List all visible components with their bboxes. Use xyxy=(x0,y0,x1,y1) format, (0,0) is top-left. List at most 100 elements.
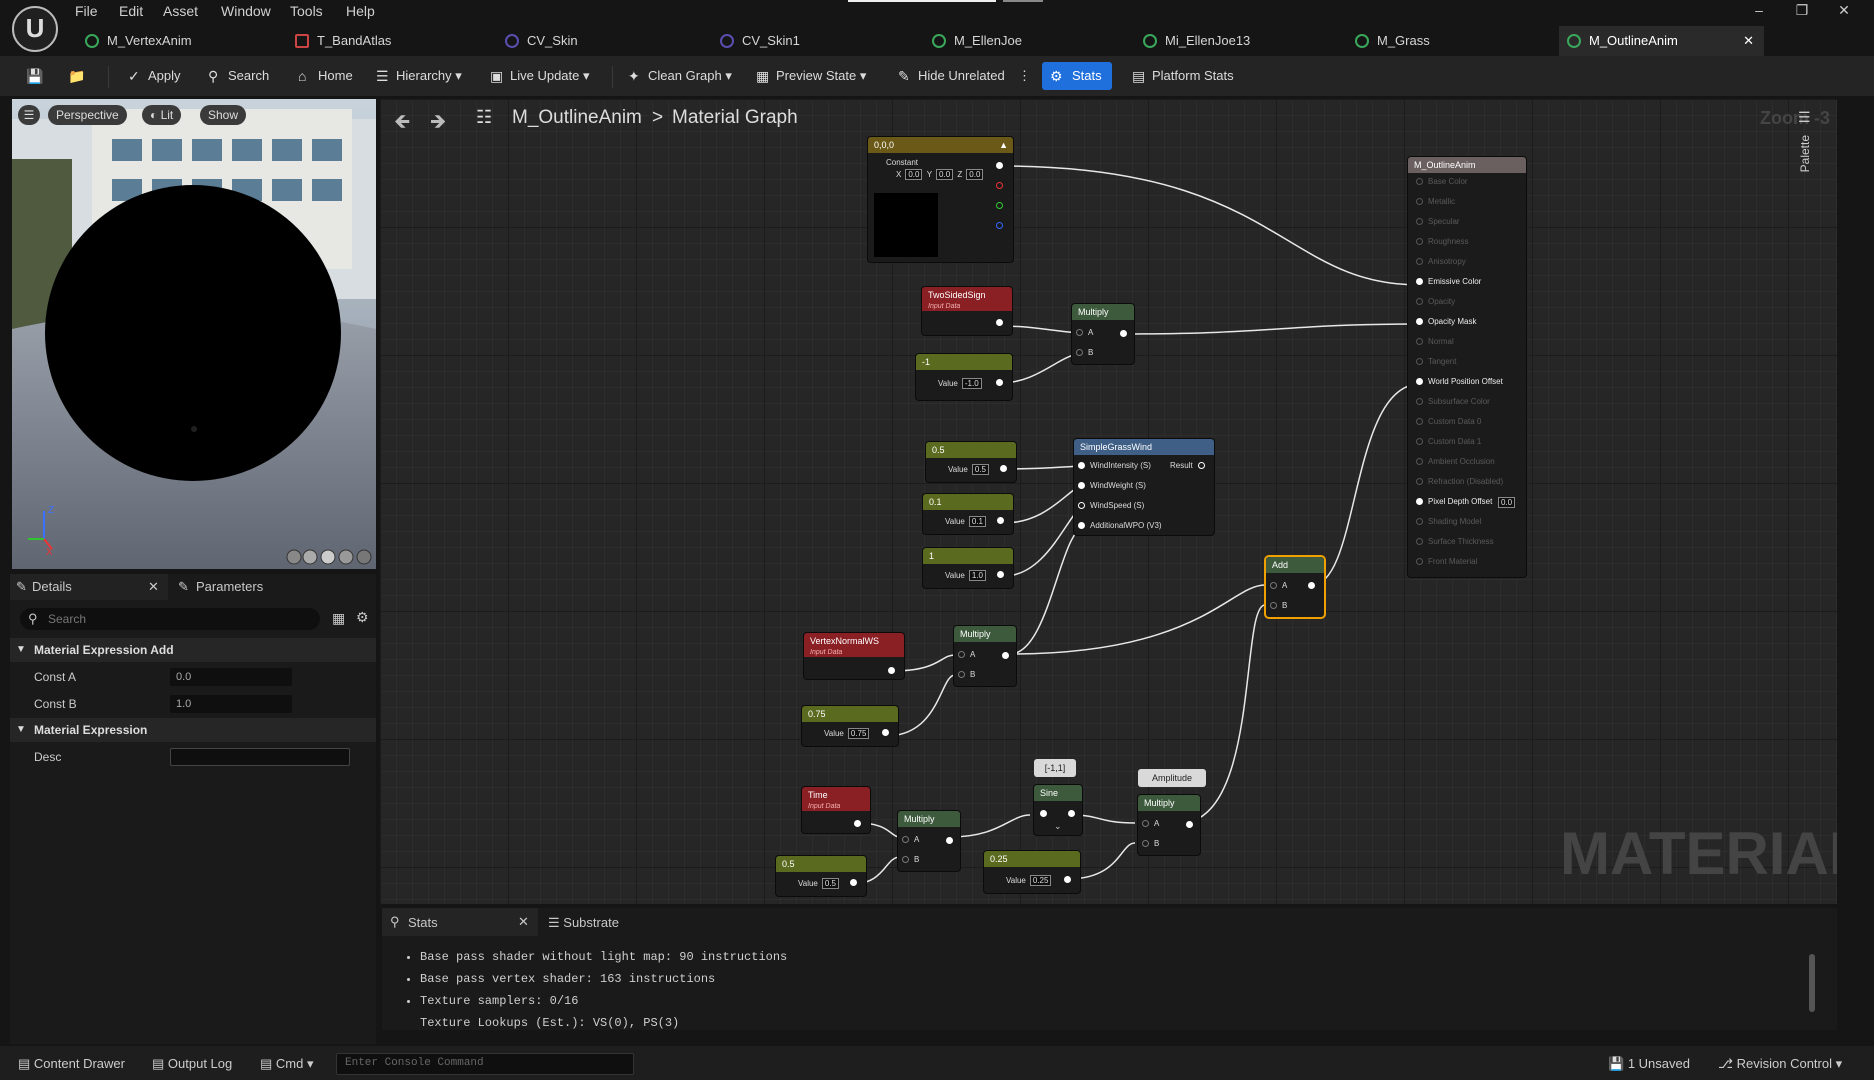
value-box[interactable]: 1.0 xyxy=(968,570,986,581)
menu-help[interactable]: Help xyxy=(346,3,375,19)
menu-asset[interactable]: Asset xyxy=(163,3,199,19)
x-value[interactable]: 0.0 xyxy=(905,169,923,180)
section-material-expression-add[interactable]: ▼Material Expression Add xyxy=(10,638,376,662)
value-box[interactable]: 0.0 xyxy=(1498,497,1516,508)
node-multiply-4[interactable]: Multiply A B xyxy=(1138,795,1200,855)
output-pin[interactable] xyxy=(854,820,861,827)
section-material-expression[interactable]: ▼Material Expression xyxy=(10,718,376,742)
menu-file[interactable]: File xyxy=(75,3,98,19)
platform-stats-button[interactable]: ▤Platform Stats xyxy=(1130,64,1234,88)
input-pin-b[interactable] xyxy=(902,856,909,863)
input-pin-a[interactable] xyxy=(1076,329,1083,336)
close-window-icon[interactable]: ✕ xyxy=(1838,2,1850,18)
tab-t-bandatlas[interactable]: T_BandAtlas xyxy=(287,26,487,56)
output-pin[interactable] xyxy=(1000,465,1007,472)
lit-button[interactable]: ◐ Lit xyxy=(142,105,182,125)
output-pin[interactable] xyxy=(996,319,1003,326)
collapse-icon[interactable]: ▲ xyxy=(999,140,1008,150)
const-a-field[interactable]: 0.0 xyxy=(170,668,292,686)
close-details-icon[interactable]: ✕ xyxy=(148,579,159,594)
input-pin-a[interactable] xyxy=(958,651,965,658)
input-pin-b[interactable] xyxy=(1270,602,1277,609)
preview-viewport[interactable]: Z X ☰ Perspective ◐ Lit Show xyxy=(12,99,376,569)
output-pin[interactable] xyxy=(888,667,895,674)
value-box[interactable]: 0.5 xyxy=(821,878,839,889)
show-button[interactable]: Show xyxy=(200,105,247,125)
node-multiply-2[interactable]: Multiply A B xyxy=(954,626,1016,686)
tab-details[interactable]: ✎Details✕ xyxy=(10,574,168,600)
node-simplegrasswind[interactable]: SimpleGrassWind WindIntensity (S) WindWe… xyxy=(1074,439,1214,535)
value-box[interactable]: 0.5 xyxy=(971,464,989,475)
tab-stats[interactable]: ⚲ Stats ✕ xyxy=(382,908,538,936)
output-pin[interactable] xyxy=(946,837,953,844)
apply-button[interactable]: ✓Apply xyxy=(126,64,181,88)
result-input-pin[interactable] xyxy=(1416,498,1423,505)
output-pin[interactable] xyxy=(850,879,857,886)
stats-scrollbar[interactable] xyxy=(1809,954,1815,1012)
sine-comment-bubble[interactable]: [-1,1] xyxy=(1034,759,1076,777)
input-pin-b[interactable] xyxy=(958,671,965,678)
chevron-down-icon[interactable]: ⌄ xyxy=(1054,821,1062,831)
menu-edit[interactable]: Edit xyxy=(119,3,144,19)
table-view-icon[interactable]: ▦ xyxy=(332,610,346,626)
value-box[interactable]: 0.1 xyxy=(968,516,986,527)
content-drawer-button[interactable]: ▤ Content Drawer xyxy=(18,1055,125,1073)
const-b-field[interactable]: 1.0 xyxy=(170,695,292,713)
hierarchy-button[interactable]: ☰Hierarchy ▾ xyxy=(376,68,462,84)
live-update-button[interactable]: ▣Live Update ▾ xyxy=(490,68,590,84)
value-box[interactable]: 0.25 xyxy=(1029,875,1052,886)
node-constant-neg1[interactable]: -1 Value-1.0 xyxy=(916,354,1012,400)
amplitude-comment-bubble[interactable]: Amplitude xyxy=(1138,769,1206,787)
result-input-pin[interactable] xyxy=(1416,398,1423,405)
browse-icon[interactable]: 📁 xyxy=(68,68,86,84)
result-input-pin[interactable] xyxy=(1416,258,1423,265)
node-add[interactable]: Add A B xyxy=(1266,557,1324,617)
result-input-pin[interactable] xyxy=(1416,358,1423,365)
tab-substrate[interactable]: ☰ Substrate xyxy=(548,915,619,931)
breadcrumb-graph[interactable]: Material Graph xyxy=(672,107,798,128)
preview-state-button[interactable]: ▦Preview State ▾ xyxy=(756,68,867,84)
result-input-pin[interactable] xyxy=(1416,278,1423,285)
output-pin-r[interactable] xyxy=(996,182,1003,189)
output-pin-g[interactable] xyxy=(996,202,1003,209)
close-stats-icon[interactable]: ✕ xyxy=(518,914,529,929)
perspective-button[interactable]: Perspective xyxy=(48,105,127,125)
input-pin[interactable] xyxy=(1040,810,1047,817)
input-pin[interactable] xyxy=(1078,502,1085,509)
forward-arrow-icon[interactable]: 🡺 xyxy=(430,111,447,133)
minimize-icon[interactable]: – xyxy=(1755,2,1763,18)
result-input-pin[interactable] xyxy=(1416,458,1423,465)
result-input-pin[interactable] xyxy=(1416,178,1423,185)
node-sine[interactable]: Sine ⌄ xyxy=(1034,785,1082,835)
value-box[interactable]: 0.75 xyxy=(847,728,870,739)
output-pin[interactable] xyxy=(1308,582,1315,589)
result-input-pin[interactable] xyxy=(1416,378,1423,385)
input-pin-b[interactable] xyxy=(1076,349,1083,356)
menu-tools[interactable]: Tools xyxy=(290,3,323,19)
result-input-pin[interactable] xyxy=(1416,238,1423,245)
result-input-pin[interactable] xyxy=(1416,538,1423,545)
unreal-logo-icon[interactable]: U xyxy=(12,6,58,52)
input-pin-b[interactable] xyxy=(1142,840,1149,847)
output-pin[interactable] xyxy=(997,517,1004,524)
result-input-pin[interactable] xyxy=(1416,198,1423,205)
output-pin[interactable] xyxy=(1064,876,1071,883)
unsaved-button[interactable]: 💾 1 Unsaved xyxy=(1608,1055,1690,1073)
details-search-input[interactable]: ⚲ Search xyxy=(20,608,320,630)
tab-m-vertexanim[interactable]: M_VertexAnim xyxy=(77,26,277,56)
result-input-pin[interactable] xyxy=(1416,218,1423,225)
breadcrumb-asset[interactable]: M_OutlineAnim xyxy=(512,107,642,128)
value-field[interactable]: Value-1.0 xyxy=(934,378,982,389)
result-input-pin[interactable] xyxy=(1416,438,1423,445)
